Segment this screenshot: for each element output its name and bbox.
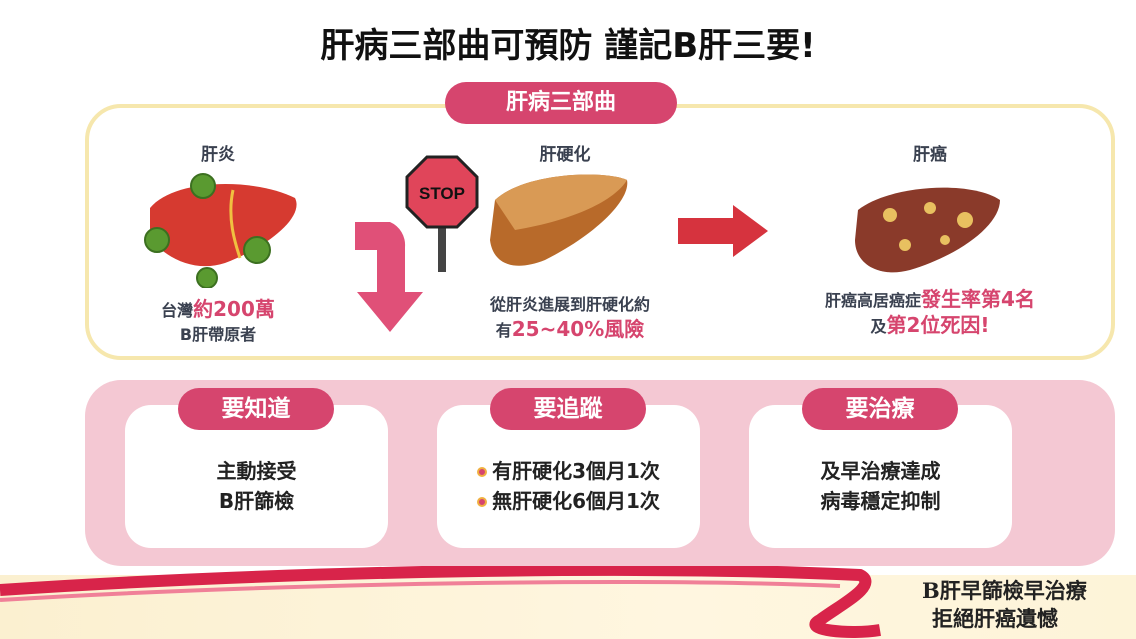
track-badge: 要追蹤 xyxy=(490,388,646,430)
cancer-liver-icon xyxy=(855,187,1000,273)
hepatitis-label: 肝炎 xyxy=(201,145,235,165)
page-title: 肝病三部曲可預防 謹記B肝三要! xyxy=(320,26,816,66)
card-line: 病毒穩定抑制 xyxy=(820,488,941,513)
down-arrow-icon xyxy=(355,222,423,332)
cancer-label: 肝癌 xyxy=(913,145,947,165)
cirrhotic-liver-icon xyxy=(490,174,628,266)
right-arrow-icon xyxy=(678,205,768,257)
stages-badge: 肝病三部曲 xyxy=(445,82,677,124)
bullet-icon xyxy=(477,497,488,507)
slogan: B肝早篩檢早治療 拒絕肝癌遺憾 xyxy=(922,577,1087,633)
card-line: 無肝硬化6個月1次 xyxy=(477,486,660,516)
treat-badge: 要治療 xyxy=(802,388,958,430)
card-line: B肝篩檢 xyxy=(218,488,295,513)
know-badge: 要知道 xyxy=(178,388,334,430)
bullet-icon xyxy=(477,467,488,477)
slogan-line1: B肝早篩檢早治療 xyxy=(922,578,1087,603)
stop-text: STOP xyxy=(419,184,465,203)
cirrhosis-label: 肝硬化 xyxy=(539,145,591,165)
ribbon-decoration xyxy=(0,564,881,638)
cancer-caption: 肝癌高居癌症發生率第4名及第2位死因! xyxy=(825,287,1035,337)
cirrhosis-caption: 從肝炎進展到肝硬化約有25~40%風險 xyxy=(489,295,650,341)
stop-sign-icon: STOP xyxy=(405,155,479,272)
card-line: 有肝硬化3個月1次 xyxy=(477,456,660,486)
footer-background xyxy=(0,575,1136,639)
card-line: 及早治療達成 xyxy=(820,458,941,483)
slogan-line2: 拒絕肝癌遺憾 xyxy=(932,606,1058,631)
inflamed-liver-icon xyxy=(144,173,297,288)
card-line: 主動接受 xyxy=(216,458,297,483)
